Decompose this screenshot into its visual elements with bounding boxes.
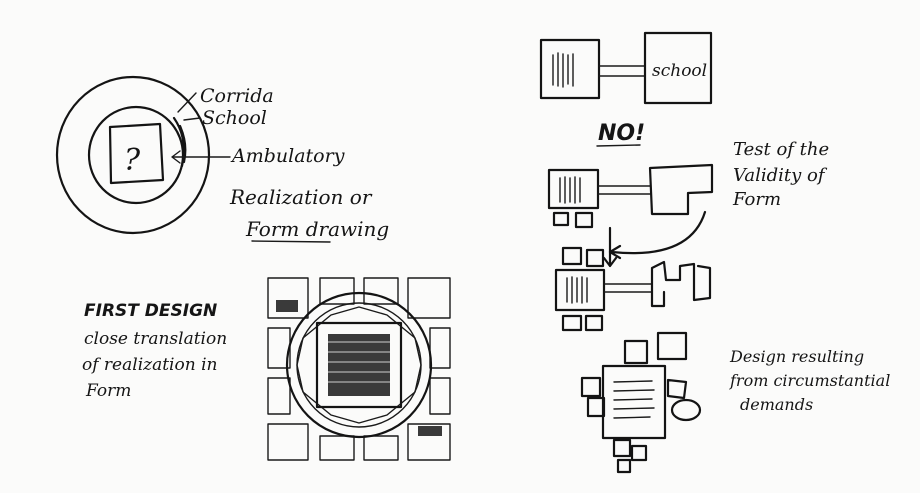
caption-underline [252, 241, 330, 242]
result-line2: from circumstantial [729, 371, 890, 390]
test-school-shape [650, 165, 712, 214]
test-scheme: Test of the Validity of Form [549, 139, 829, 266]
ambulatory-arrow [172, 151, 230, 163]
test-line3: Form [732, 189, 781, 210]
caption-line2: Form drawing [245, 217, 389, 241]
first-design-line1: FIRST DESIGN [84, 301, 217, 321]
school-leader [184, 118, 200, 120]
first-design-caption: FIRST DESIGN close translation of realiz… [82, 301, 227, 401]
first-design-line3: of realization in [82, 355, 217, 375]
rejected-scheme: school NO! [541, 33, 711, 146]
test-chapel-box [549, 170, 598, 208]
revised-scheme [556, 248, 710, 330]
result-line3: demands [740, 395, 813, 414]
test-arrow [610, 212, 705, 258]
first-design-line2: close translation [84, 329, 227, 349]
label-ambulatory: Ambulatory [230, 145, 345, 167]
test-line1: Test of the [733, 139, 829, 160]
first-design-plan [268, 278, 450, 460]
test-line2: Validity of [733, 165, 828, 186]
school-box-label: school [652, 61, 707, 81]
verdict-no: NO! [598, 121, 645, 146]
final-core-box [603, 366, 665, 438]
concept-sketch: ? Corrida School Ambulatory Realization … [57, 77, 389, 242]
label-school: School [202, 107, 267, 129]
corridor-hatching [174, 118, 185, 166]
question-mark: ? [124, 143, 141, 178]
chapel-box [541, 40, 599, 98]
plan-core-fill [328, 334, 390, 396]
label-corridor: Corrida [200, 85, 274, 107]
first-design-line4: Form [85, 381, 131, 401]
final-scheme: Design resulting from circumstantial dem… [582, 333, 890, 472]
result-line1: Design resulting [729, 347, 864, 366]
caption-line1: Realization or [229, 185, 373, 209]
